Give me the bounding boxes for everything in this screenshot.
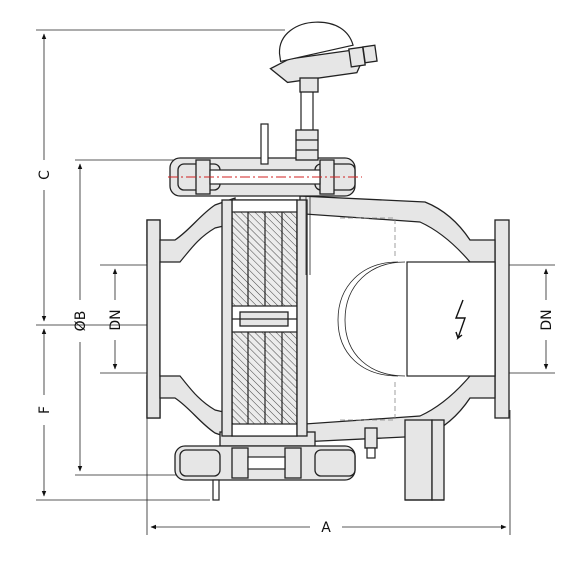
dim-label-dn-right: DN: [539, 309, 555, 330]
valve-body: [146, 195, 510, 501]
dim-label-a: A: [321, 520, 331, 536]
electric-symbol-icon: [454, 299, 466, 340]
temperature-sensor: [269, 21, 378, 275]
flame-arrester-element: [219, 179, 316, 447]
bottom-clamp-bolts: [174, 427, 378, 501]
dim-label-c: C: [37, 170, 53, 180]
dim-label-f: F: [37, 406, 53, 414]
dim-label-dn-left: DN: [108, 309, 124, 330]
top-clamp-bolts: [168, 123, 362, 197]
dim-label-ob: ØB: [73, 311, 89, 332]
dimension-lines: [36, 29, 555, 535]
